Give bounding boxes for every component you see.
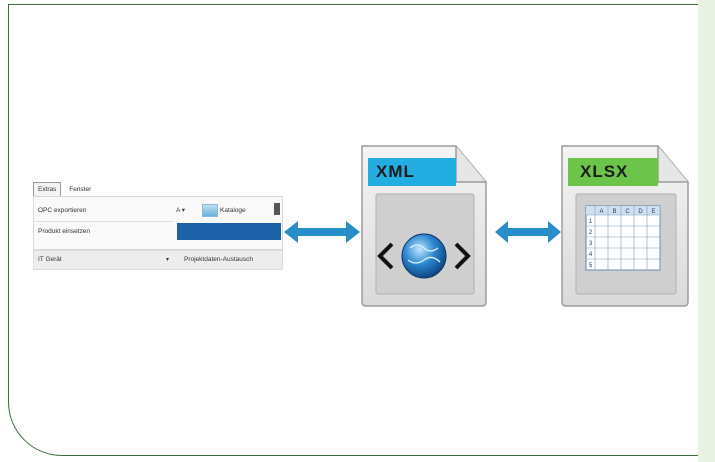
column-header: C: [625, 209, 630, 215]
column-header: A: [599, 209, 603, 215]
page-side-strip: [698, 0, 715, 462]
menu-body: OPC exportieren Produkt einsetzen A ▾ Ka…: [33, 196, 283, 250]
spreadsheet-grid: [585, 205, 661, 271]
xml-document: XML: [358, 144, 490, 310]
xml-document-shape: [361, 145, 487, 307]
device-icon: [274, 203, 280, 215]
menu-panel: Extras Fenster OPC exportieren Produkt e…: [33, 182, 283, 274]
menu-tabs: Extras Fenster: [33, 182, 281, 196]
selected-highlight: [177, 223, 281, 240]
xlsx-label: XLSX: [580, 162, 629, 181]
xlsx-document-shape: A B C D E 1 2 3 4 5: [561, 145, 689, 307]
font-dropdown[interactable]: A ▾: [176, 207, 186, 214]
row-header: 5: [589, 263, 593, 269]
catalog-icon: [202, 204, 218, 217]
tab-fenster[interactable]: Fenster: [69, 186, 92, 193]
projektdaten-austausch-button[interactable]: Projektdaten-Austausch: [184, 256, 254, 263]
menu-separator: [34, 221, 174, 222]
double-arrow-icon: [495, 221, 561, 243]
tab-extras[interactable]: Extras: [33, 182, 62, 196]
kataloge-button[interactable]: Kataloge: [220, 207, 246, 214]
menu-item-produkt-einsetzen[interactable]: Produkt einsetzen: [38, 228, 91, 235]
column-header: D: [638, 209, 643, 215]
column-header: B: [612, 209, 616, 215]
double-arrow-icon: [284, 221, 360, 243]
row-header: 2: [589, 230, 593, 236]
chevron-down-icon[interactable]: ▾: [166, 257, 170, 263]
column-header: E: [651, 209, 655, 215]
row-header: 4: [589, 252, 593, 258]
xml-label: XML: [376, 162, 415, 181]
row-header: 1: [589, 219, 593, 225]
row-header: 3: [589, 241, 593, 247]
spreadsheet-header: [586, 206, 660, 215]
menu-bottom-bar: IT Gerät ▾ Projektdaten-Austausch: [33, 250, 283, 270]
globe-code-icon: [377, 233, 471, 279]
menu-item-opc-export[interactable]: OPC exportieren: [38, 207, 87, 214]
xlsx-document: A B C D E 1 2 3 4 5 XLSX: [558, 144, 692, 310]
spreadsheet-icon: A B C D E 1 2 3 4 5: [585, 205, 661, 271]
it-geraet-item[interactable]: IT Gerät: [38, 256, 62, 263]
